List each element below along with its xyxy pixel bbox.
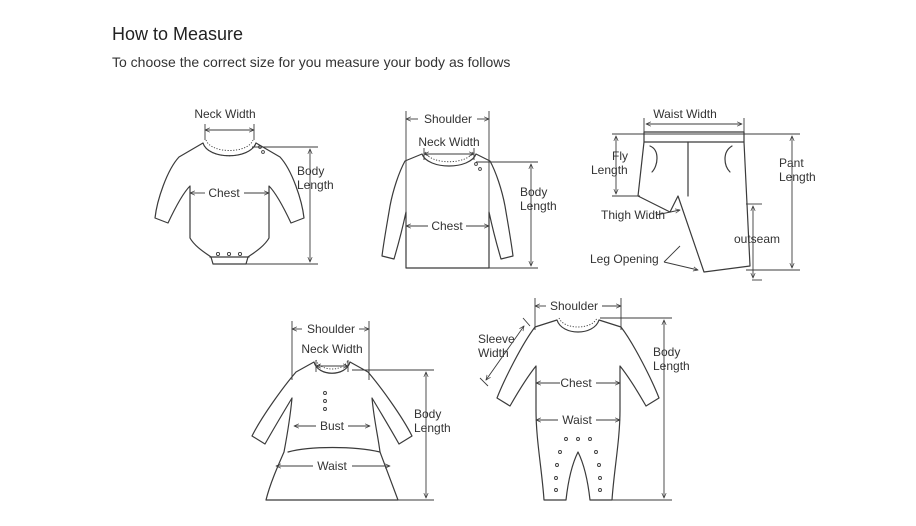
dress-body-label: Body	[414, 407, 441, 421]
romper-button	[598, 476, 602, 480]
dress-length-label: Length	[414, 421, 451, 435]
romper-collar	[558, 317, 598, 328]
pants-outseam-label: outseam	[734, 232, 780, 246]
tshirt-chest-label: Chest	[431, 219, 463, 233]
pants-fly-length-label: Length	[591, 163, 628, 177]
pants-leg-opening-pointer	[663, 245, 681, 263]
pants-thigh-width-arrow	[655, 210, 680, 216]
romper-waist-label: Waist	[562, 413, 592, 427]
tshirt-body-label: Body	[520, 185, 547, 199]
pants-pant-length-label: Length	[779, 170, 816, 184]
header: How to Measure To choose the correct siz…	[112, 24, 510, 70]
romper-sleeve-width-label: Width	[478, 346, 509, 360]
romper-button	[594, 450, 598, 454]
bodysuit-snap	[226, 251, 232, 257]
dress-collar	[315, 359, 349, 370]
romper-button	[598, 488, 602, 492]
dress-waist-seam	[287, 446, 381, 453]
tshirt-shoulder-button	[478, 167, 482, 171]
dress-outline	[251, 361, 413, 501]
romper-button	[554, 476, 558, 480]
romper-button	[558, 450, 562, 454]
pants-fly-label: Fly	[612, 149, 628, 163]
tshirt-length-label: Length	[520, 199, 557, 213]
bodysuit-chest-label: Chest	[208, 186, 240, 200]
bodysuit-outline	[154, 142, 305, 265]
bodysuit-collar	[202, 139, 257, 157]
page-title: How to Measure	[112, 24, 244, 44]
pants-thigh-width-label: Thigh Width	[601, 208, 665, 222]
bodysuit-body-label: Body	[297, 164, 324, 178]
romper-buttons	[554, 437, 602, 492]
pants-waistband	[643, 131, 745, 143]
tshirt-shoulder-label: Shoulder	[424, 112, 472, 126]
pants-pant-label: Pant	[779, 156, 804, 170]
romper-button	[588, 437, 592, 441]
pants-leg-opening-arrow	[663, 261, 698, 270]
tshirt-neck-width-label: Neck Width	[418, 135, 479, 149]
bodysuit-neck-width-label: Neck Width	[194, 107, 255, 121]
romper-length-label: Length	[653, 359, 690, 373]
tshirt-shoulder-button	[474, 162, 478, 166]
romper-sleeve-tick	[522, 317, 531, 327]
tshirt-collar	[424, 151, 474, 163]
dress-shoulder-label: Shoulder	[307, 322, 355, 336]
romper-shoulder-label: Shoulder	[550, 299, 598, 313]
romper-sleeve-tick	[479, 377, 489, 387]
romper-button	[554, 488, 558, 492]
bodysuit-length-label: Length	[297, 178, 334, 192]
romper-button	[564, 437, 568, 441]
pants-back-pocket	[724, 145, 733, 173]
romper-chest-label: Chest	[560, 376, 592, 390]
page-subtitle: To choose the correct size for you measu…	[112, 54, 511, 70]
tshirt-figure: Shoulder Neck Width Chest Body Length	[381, 111, 557, 269]
dress-figure: Shoulder Neck Width Bust Waist Body Leng…	[251, 321, 451, 501]
bodysuit-figure: Neck Width Chest Body Length	[154, 107, 334, 265]
dress-bust-label: Bust	[320, 419, 345, 433]
romper-body-label: Body	[653, 345, 680, 359]
romper-sleeve-width-arrow	[486, 326, 524, 380]
bodysuit-shoulder-snap	[261, 150, 265, 154]
dress-neck-width-label: Neck Width	[301, 342, 362, 356]
pants-figure: Waist Width Fly Length Pant Length Thigh…	[590, 107, 816, 281]
dress-waist-label: Waist	[317, 459, 347, 473]
romper-outline	[496, 319, 660, 501]
romper-button	[576, 437, 580, 441]
romper-sleeve-label: Sleeve	[478, 332, 515, 346]
romper-button	[555, 463, 559, 467]
dress-button	[323, 391, 327, 395]
bodysuit-snap	[237, 251, 243, 257]
romper-button	[597, 463, 601, 467]
romper-figure: Shoulder Sleeve Width Chest Waist Body L…	[478, 298, 690, 501]
tshirt-outline	[381, 153, 514, 269]
pants-front-pocket	[649, 145, 658, 173]
dress-button	[323, 399, 327, 403]
dress-button	[323, 407, 327, 411]
pants-waist-width-label: Waist Width	[653, 107, 717, 121]
bodysuit-snap	[215, 251, 221, 257]
pants-leg-opening-label: Leg Opening	[590, 252, 659, 266]
